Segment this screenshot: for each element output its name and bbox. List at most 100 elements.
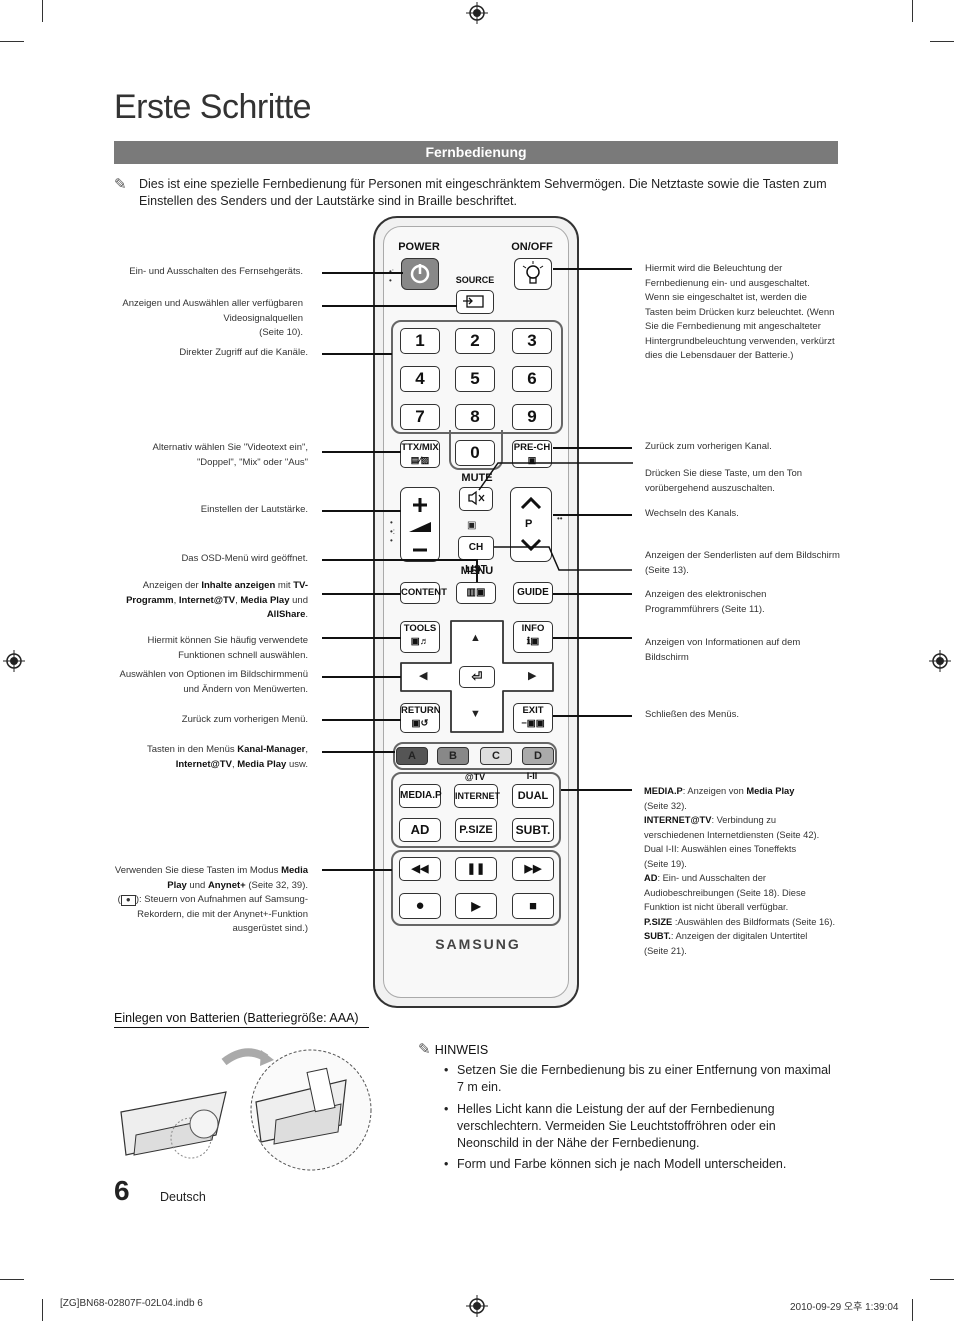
page-title: Erste Schritte	[114, 88, 312, 126]
light-button[interactable]	[514, 258, 552, 290]
footer-file: [ZG]BN68-02807F-02L04.indb 6	[60, 1298, 203, 1309]
leader-line	[553, 593, 632, 595]
play-button[interactable]: ▶	[455, 893, 497, 919]
note-item: Form und Farbe können sich je nach Model…	[444, 1156, 837, 1173]
digit-0-button[interactable]: 0	[455, 440, 495, 466]
label-m3-text: : Verbindung zu	[711, 815, 777, 825]
digit-7-button[interactable]: 7	[400, 404, 440, 430]
down-arrow-icon[interactable]: ▼	[470, 708, 481, 720]
ch-list-button[interactable]: CH LIST	[458, 536, 494, 575]
color-d-button[interactable]: D	[522, 747, 554, 765]
exit-icon: −▣▣	[521, 718, 545, 729]
digit-6-button[interactable]: 6	[512, 366, 552, 392]
label-m9: Funktion ist nicht überall verfügbar.	[644, 902, 789, 912]
color-a-button[interactable]: A	[396, 747, 428, 765]
note-heading: ✎ HINWEIS	[418, 1040, 488, 1058]
ad-button[interactable]: AD	[399, 818, 441, 842]
return-button[interactable]: RETURN▣↺	[400, 703, 441, 733]
exit-button[interactable]: EXIT−▣▣	[513, 703, 553, 733]
left-arrow-icon[interactable]: ◀	[419, 670, 428, 682]
label-m4: verschiedenen Internetdiensten (Seite 42…	[644, 829, 820, 840]
label-source-line1: Anzeigen und Auswählen aller verfügbaren	[122, 298, 303, 309]
digit-9-button[interactable]: 9	[512, 404, 552, 430]
menu-button[interactable]: ▥▣	[456, 582, 496, 604]
internet-button[interactable]: INTERNET	[454, 784, 500, 808]
pause-button[interactable]: ❚❚	[455, 857, 497, 881]
digit-1-button[interactable]: 1	[400, 328, 440, 354]
label-m3: INTERNET@TV: Verbindung zu	[644, 813, 849, 828]
stop-button[interactable]: ■	[512, 893, 554, 919]
source-label: SOURCE	[455, 275, 495, 285]
samsung-logo: SAMSUNG	[435, 936, 521, 952]
label-exit: Schließen des Menüs.	[645, 709, 739, 720]
label-ttx: Alternativ wählen Sie "Videotext ein", "…	[114, 441, 309, 470]
leader-line	[322, 869, 392, 871]
record-button[interactable]: ●	[399, 893, 441, 919]
label-info-line: Anzeigen von Informationen auf dem	[645, 637, 801, 648]
label-m7: AD: Ein- und Ausschalten der	[644, 871, 849, 886]
rewind-button[interactable]: ◀◀	[399, 857, 441, 881]
fast-forward-button[interactable]: ▶▶	[512, 857, 554, 881]
zero-key-group	[449, 430, 503, 470]
color-c-button[interactable]: C	[480, 747, 512, 765]
label-m6: (Seite 19).	[644, 858, 687, 869]
label-m7-bold: AD	[644, 873, 658, 883]
stop-icon: ■	[529, 898, 537, 913]
label-m7-text: : Ein- und Ausschalten der	[657, 873, 766, 883]
crop-mark	[0, 1279, 24, 1280]
label-mute: Drücken Sie diese Taste, um den Ton vorü…	[645, 467, 845, 496]
media-p-button[interactable]: MEDIA.P	[399, 784, 442, 808]
enter-button[interactable]: ⏎	[459, 666, 495, 688]
ttx-mix-button[interactable]: TTX/MIX▤⁄▨	[400, 440, 440, 468]
up-arrow-icon[interactable]: ▲	[470, 632, 481, 644]
info-icon: ℹ▣	[526, 636, 540, 647]
label-content-a: Anzeigen der	[142, 580, 202, 591]
label-m1-bold: MEDIA.P	[644, 786, 683, 796]
digit-2-button[interactable]: 2	[455, 328, 495, 354]
onoff-label: ON/OFF	[511, 241, 553, 253]
language-label: Deutsch	[160, 1190, 206, 1204]
volume-rocker[interactable]	[400, 487, 440, 562]
digit-3-button[interactable]: 3	[512, 328, 552, 354]
p-size-button[interactable]: P.SIZE	[455, 818, 497, 842]
leader-line	[494, 546, 632, 571]
tools-button[interactable]: TOOLS▣♬	[400, 621, 440, 653]
digit-4-button[interactable]: 4	[400, 366, 440, 392]
label-media-functions: MEDIA.P: Anzeigen von Media Play (Seite …	[644, 784, 849, 958]
return-label: RETURN	[401, 705, 441, 716]
label-media-keys: Verwenden Sie diese Tasten im Modus Medi…	[114, 864, 308, 937]
guide-button[interactable]: GUIDE	[513, 582, 553, 604]
label-nav-line1: Auswählen von Optionen im Bildschirmmenü	[119, 669, 308, 680]
content-button[interactable]: CONTENT	[400, 582, 447, 604]
number-pad-group	[391, 320, 563, 434]
source-button[interactable]	[456, 290, 494, 314]
subt-button[interactable]: SUBT.	[512, 818, 554, 842]
label-content: Anzeigen der Inhalte anzeigen mit TV-Pro…	[114, 579, 308, 623]
mute-button[interactable]	[459, 487, 493, 511]
label-content-k: AllShare	[266, 609, 306, 620]
power-button[interactable]	[401, 258, 439, 290]
label-media-b: Media	[281, 865, 308, 876]
leader-line	[322, 676, 401, 678]
dual-button[interactable]: DUAL	[512, 784, 554, 808]
label-source: Anzeigen und Auswählen aller verfügbaren…	[114, 297, 303, 341]
digit-8-button[interactable]: 8	[455, 404, 495, 430]
leader-line	[322, 637, 401, 639]
label-content-g: Internet@TV	[178, 594, 236, 606]
digit-5-button[interactable]: 5	[455, 366, 495, 392]
color-b-button[interactable]: B	[437, 747, 469, 765]
crop-mark	[42, 1299, 43, 1321]
label-m3-bold: INTERNET@TV	[644, 815, 712, 825]
braille-dots: ••	[557, 514, 563, 523]
label-m1-bold2: Media Play	[746, 786, 795, 796]
right-arrow-icon[interactable]: ▶	[528, 670, 537, 682]
label-color-b: Kanal-Manager	[237, 744, 306, 755]
channel-rocker[interactable]: P	[510, 487, 552, 562]
label-light-line: dies die Lebensdauer der Batterie.)	[645, 350, 794, 361]
label-source-line3: (Seite 10).	[259, 327, 303, 338]
tools-icon: ▣♬	[410, 636, 430, 647]
media-keys-group	[391, 772, 561, 848]
dual-symbol-label: I-II	[526, 771, 538, 781]
note-pencil-icon: ✎	[114, 176, 127, 193]
